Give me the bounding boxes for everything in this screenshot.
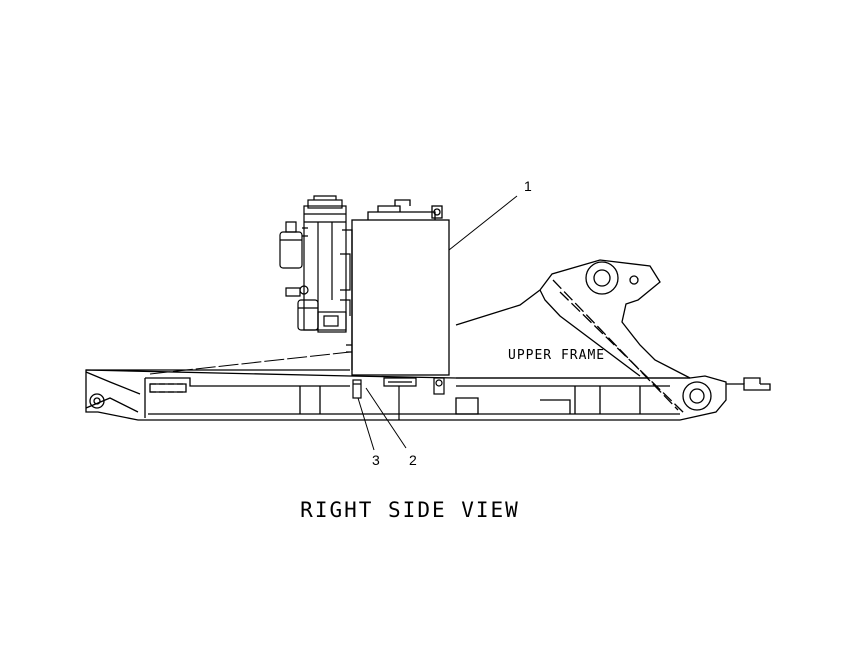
callout-3: 3 [372, 452, 380, 468]
upper-frame [85, 259, 771, 421]
callout-2: 2 [409, 452, 417, 468]
view-title: RIGHT SIDE VIEW [300, 498, 520, 522]
filter-assembly [279, 195, 351, 333]
component-box-1 [342, 199, 450, 376]
frame-slope-line [149, 351, 351, 375]
upper-frame-label: UPPER FRAME [508, 348, 605, 363]
callout-1: 1 [524, 178, 532, 194]
bottom-fittings [352, 377, 445, 420]
callout-leaders [357, 195, 518, 451]
